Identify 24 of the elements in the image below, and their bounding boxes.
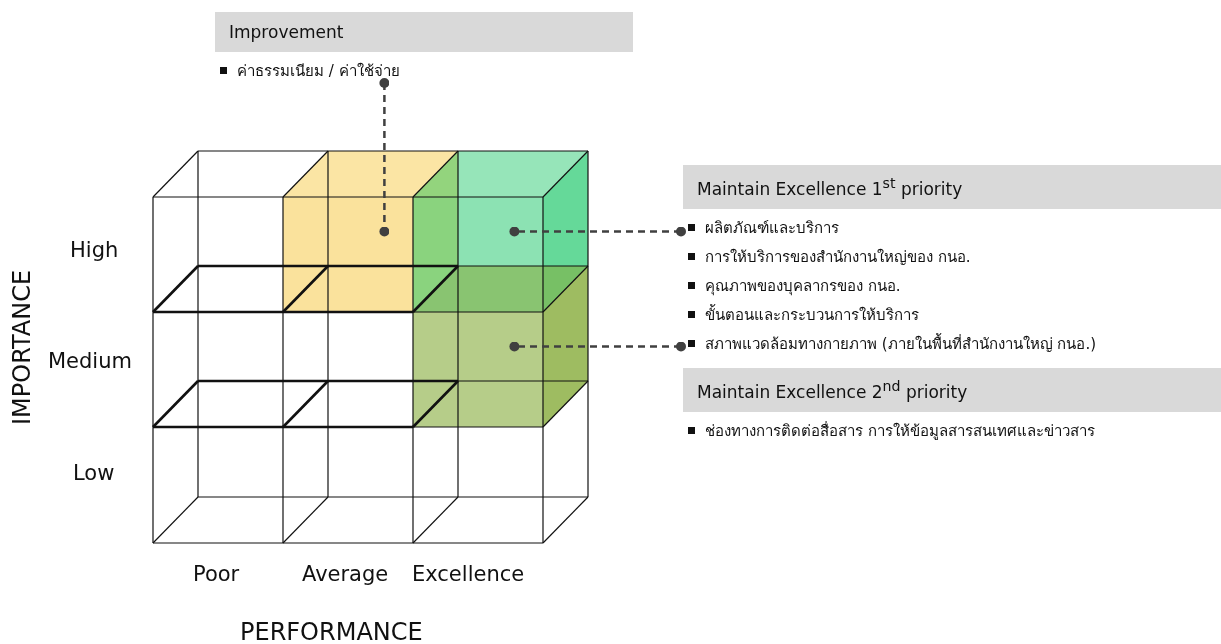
bullet-item: คุณภาพของบุคลากรของ กนอ. bbox=[683, 275, 1221, 296]
panel-heading: Improvement bbox=[215, 12, 633, 52]
column-label: Poor bbox=[193, 562, 240, 586]
column-label: Excellence bbox=[412, 562, 525, 586]
leader-line bbox=[509, 341, 686, 352]
leader-line bbox=[379, 78, 390, 237]
bullet-item: ค่าธรรมเนียม / ค่าใช้จ่าย bbox=[215, 61, 633, 81]
axis-title: IMPORTANCE bbox=[8, 269, 36, 425]
bullet-item: ช่องทางการติดต่อสื่อสาร การให้ข้อมูลสารสนเทศและข่าวสาร bbox=[683, 420, 1221, 441]
highlighted-cube bbox=[413, 151, 588, 312]
highlighted-cube bbox=[283, 151, 458, 312]
row-label: High bbox=[70, 238, 119, 262]
panel-heading: Maintain Excellence 1$^{st}$ priority bbox=[683, 165, 1221, 209]
column-label: Average bbox=[302, 562, 389, 586]
bullet-item: การให้บริการของสำนักงานใหญ่ของ กนอ. bbox=[683, 246, 1221, 267]
panel-heading: Maintain Excellence 2$^{nd}$ priority bbox=[683, 368, 1221, 412]
row-label: Medium bbox=[48, 349, 132, 373]
axis-title: PERFORMANCE bbox=[240, 618, 423, 644]
row-label: Low bbox=[73, 461, 115, 485]
leader-line bbox=[509, 226, 686, 237]
highlighted-cube bbox=[413, 266, 588, 427]
bullet-item: ขั้นตอนและกระบวนการให้บริการ bbox=[683, 304, 1221, 325]
bullet-item: สภาพแวดล้อมทางกายภาพ (ภายในพื้นที่สำนักงานใหญ่ กนอ.) bbox=[683, 333, 1221, 354]
bullet-item: ผลิตภัณฑ์และบริการ bbox=[683, 217, 1221, 238]
